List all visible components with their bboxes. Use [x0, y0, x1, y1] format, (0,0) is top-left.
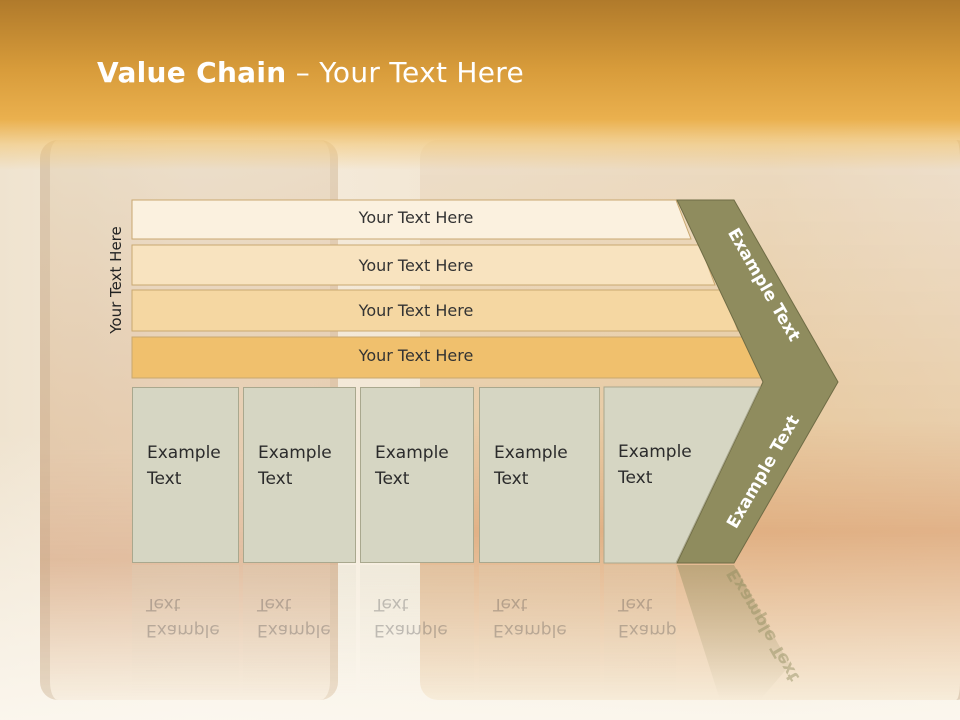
- band-3-shape: [131, 289, 739, 332]
- chevron-reflection: [677, 565, 790, 700]
- band-2-label: Your Text Here: [358, 256, 474, 275]
- title-bold: Value Chain: [97, 56, 287, 89]
- header-bar: [0, 0, 960, 170]
- band-2-shape: [131, 244, 716, 286]
- title-rest: – Your Text Here: [286, 56, 525, 89]
- band-4-label: Your Text Here: [358, 346, 474, 365]
- slide-title: Value Chain – Your Text Here: [97, 56, 524, 89]
- band-3-label: Your Text Here: [358, 301, 474, 320]
- band-1-label: Your Text Here: [358, 208, 474, 227]
- band-1-shape: [131, 199, 692, 240]
